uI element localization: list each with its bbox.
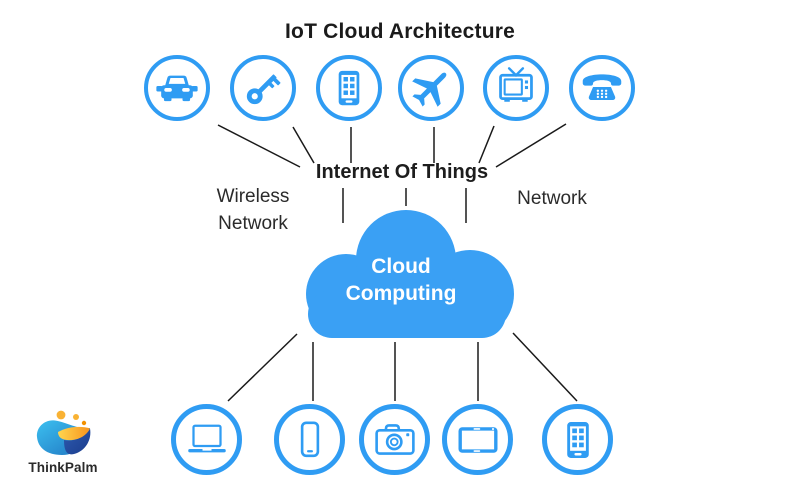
- laptop-icon: [187, 424, 226, 452]
- car-icon: [156, 75, 198, 102]
- smartphone-apps-icon: [338, 70, 360, 106]
- wireless-network-label: Wireless Network: [193, 183, 313, 237]
- device-circle-tablet: [442, 404, 513, 475]
- device-circle-mobile: [542, 404, 613, 475]
- telephone-icon: [582, 74, 622, 101]
- device-circle-camera: [359, 404, 430, 475]
- device-circle-tv: [483, 55, 549, 121]
- mobile-apps-icon: [566, 421, 589, 458]
- thinkpalm-logo-text: ThinkPalm: [28, 460, 98, 475]
- device-circle-car: [144, 55, 210, 121]
- smartphone-outline-icon: [300, 420, 319, 457]
- device-circle-key: [230, 55, 296, 121]
- device-circle-airplane: [398, 55, 464, 121]
- camera-icon: [374, 423, 415, 455]
- tablet-icon: [458, 426, 497, 453]
- page-title: IoT Cloud Architecture: [285, 20, 515, 43]
- wireless-network-label-line2: Network: [218, 213, 288, 234]
- cloud-shape: [306, 210, 514, 338]
- cloud-computing-label-line1: Cloud: [371, 255, 431, 278]
- airplane-icon: [412, 72, 447, 107]
- cloud-computing-label-line2: Computing: [345, 282, 457, 305]
- thinkpalm-logo-icon: [36, 410, 91, 455]
- cloud-computing-label: Cloud Computing: [291, 253, 511, 307]
- device-circle-telephone: [569, 55, 635, 121]
- key-icon: [246, 74, 281, 105]
- device-circle-laptop: [171, 404, 242, 475]
- wireless-network-label-line1: Wireless: [216, 186, 290, 207]
- device-circle-smartphone: [316, 55, 382, 121]
- device-circle-smartphone-outline: [274, 404, 345, 475]
- network-label: Network: [517, 188, 587, 209]
- internet-of-things-label: Internet Of Things: [315, 161, 489, 183]
- tv-icon: [499, 67, 533, 102]
